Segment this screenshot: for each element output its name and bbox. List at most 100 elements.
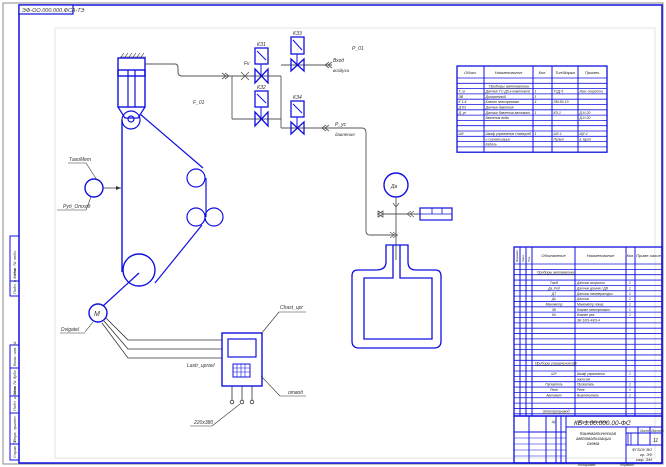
power-cables	[101, 317, 222, 359]
eq-table-cell: и сигнализации	[486, 137, 511, 141]
eq-table-cell: 1	[535, 90, 537, 94]
spec-cell: Дк	[551, 297, 556, 301]
guide-pulley	[186, 168, 206, 188]
spec-cell: Реле	[550, 388, 558, 392]
spec-cell: ШУ	[551, 372, 557, 376]
drum	[122, 253, 156, 287]
spec-cell: 1	[629, 388, 631, 392]
spec-cell: 1	[629, 292, 631, 296]
tank	[351, 244, 442, 349]
sensor-label: ТахоМет	[69, 157, 91, 163]
sheets-label: Листов	[650, 429, 664, 433]
eq-table-cell: Шкаф управления станцией	[486, 132, 532, 136]
drawing-designation: КБ-1.00.000.00-ФС	[574, 420, 631, 427]
spec-cell: насосом	[577, 377, 591, 381]
eq-table-cell: 4	[535, 100, 537, 104]
org-line: каф. ЭМ	[636, 457, 652, 462]
throttle-label: Fv	[244, 61, 250, 67]
sheet-label: Лист	[639, 429, 649, 433]
spec-cell: ТахМ	[550, 281, 558, 285]
spec-cell: Клапан рег.	[577, 313, 595, 317]
spec-cell: ЭК-1/КЗ-4/КЗ-4	[577, 319, 600, 323]
spec-cell: Датчик	[576, 297, 589, 301]
eq-table-cell: КЭ-1	[554, 111, 561, 115]
eq-table-section: Приборы автоматики	[489, 85, 530, 89]
title-line: схема	[587, 441, 600, 446]
spec-cell: 1	[629, 286, 631, 290]
spec-cell: Шкаф управления	[577, 372, 605, 376]
spec-cell: Пускатель	[545, 383, 562, 387]
valve-network: Fv КЗ1 КЗ2 КЗ3	[221, 31, 398, 236]
eq-table-cell: 1	[535, 111, 537, 115]
eq-table-header: Примеч.	[585, 70, 600, 75]
spec-cell: Манометр	[546, 302, 563, 306]
eq-table-cell: Пульт	[554, 137, 565, 141]
org-line: гр. ЭФ	[640, 452, 653, 457]
eq-table-cell: Д-Н-20	[579, 111, 591, 115]
eq-table-cell: Клапан электромагн.	[486, 100, 521, 104]
rope-speed-sensor: ТахоМет Руд_Отход	[57, 157, 121, 211]
spec-cell: Датчик температуры	[576, 292, 613, 296]
corner-stamp-text: ЭФ-ОО.000.000.ФСА-ТЭ	[22, 8, 85, 14]
left-strip: Инв. № подл. Подп. и дата Взам. инв. № И…	[9, 235, 20, 461]
strip-label: Инв. № подл.	[12, 250, 17, 275]
spec-section-title: Электропривод	[543, 409, 570, 413]
format-label: Формат	[620, 463, 634, 467]
spec-cell: Манометр показ.	[577, 302, 604, 306]
title-block: КБ-1.00.000.00-ФС Кинематическая автомат…	[513, 415, 664, 467]
eq-table-cell: Датчик давления автомат.	[485, 111, 531, 115]
eq-table-cell: Кабель	[486, 143, 497, 147]
drawing-area-border	[54, 27, 656, 459]
solenoid-valve-1: КЗ1	[254, 42, 269, 85]
eq-table-cell: 1	[535, 95, 537, 99]
spec-cell: ЭК	[552, 308, 557, 312]
spec-cell: 1	[629, 420, 631, 424]
valve-label: КЗ4	[293, 95, 302, 101]
spec-cell: 1	[629, 308, 631, 312]
eq-table-cell: ШУ	[459, 132, 465, 136]
eq-table-cell: Д КЗ	[458, 106, 467, 110]
eq-table-cell: Изм. скорости	[580, 90, 604, 94]
tension-cylinder	[117, 52, 146, 130]
strip-label: Перв. примен.	[12, 415, 17, 442]
spec-section-title: Приборы управления ШУ	[535, 361, 578, 365]
power-label: 220x380	[193, 420, 213, 426]
strip-label: Подп. и дата	[12, 268, 17, 294]
corner-stamp: ЭФ-ОО.000.000.ФСА-ТЭ	[18, 4, 85, 15]
ground-hatch	[120, 52, 146, 58]
spec-cell: Электродвигатель	[577, 420, 608, 424]
spec-header: Наименование	[587, 253, 615, 258]
valve-label: КЗ1	[257, 42, 266, 48]
eq-table-cell: в. Щит	[580, 137, 592, 141]
pressure-label: Р_01	[352, 46, 364, 52]
spec-cell: 1	[629, 383, 631, 387]
valve-label: КЗ2	[257, 85, 266, 91]
spec-header: Поз.	[527, 256, 531, 262]
solenoid-valve-3: КЗ3	[290, 31, 305, 73]
eq-table-cell: Датчик давления	[485, 106, 514, 110]
control-cabinet: Chast_upr отвод 220x380	[190, 305, 306, 427]
eq-table-cell: 1	[535, 132, 537, 136]
spec-cell: Выключатель	[577, 393, 599, 397]
eq-table-cell: ЩУ-1	[580, 132, 588, 136]
solenoid-valve-4: КЗ4	[290, 95, 305, 136]
spec-cell: 1	[629, 393, 631, 397]
ground-label: отвод	[288, 390, 303, 396]
title-line: Кинематическая	[580, 431, 617, 436]
spec-header: Приме-чание	[636, 253, 661, 258]
spec-header: Обозначение	[541, 253, 566, 258]
eq-table-cell: Д-Н-20	[579, 116, 591, 120]
eq-table-cell: ШУ-1	[554, 132, 562, 136]
eq-table-cell: Т_м	[459, 90, 466, 94]
solenoid-valve-2: КЗ2	[254, 85, 269, 128]
eq-table-header: Тип/Марка	[555, 70, 576, 75]
eq-table-header: Кол.	[539, 70, 547, 75]
spec-cell: 1	[629, 281, 631, 285]
inner-frame	[18, 4, 663, 464]
pressure-out-label: Р_ус	[335, 122, 347, 128]
flow-label: F_01	[193, 100, 205, 106]
cabinet-label: Chast_upr	[280, 305, 303, 311]
